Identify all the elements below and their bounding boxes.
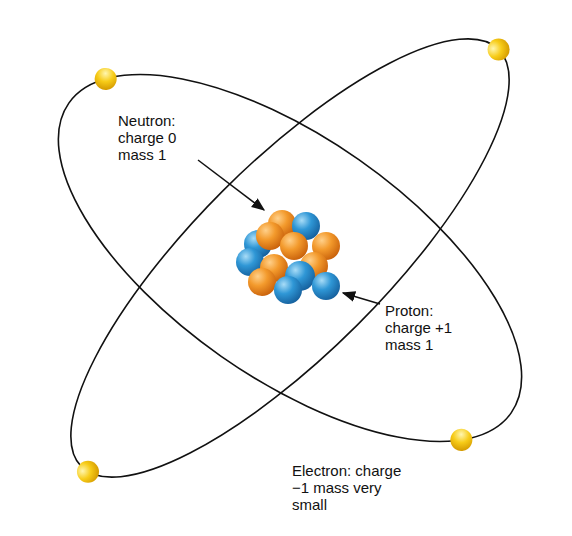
neutron-ball (280, 232, 308, 260)
part-label: Electron: charge −1 mass very small (292, 462, 414, 513)
orbit-a (7, 0, 572, 536)
part-label: Proton: charge +1 mass 1 (385, 302, 467, 353)
orbit-line (14, 0, 566, 534)
proton-ball (312, 272, 340, 300)
nucleus (236, 210, 340, 304)
electron-ball (483, 34, 514, 65)
electron-ball (446, 425, 477, 456)
orbit-line (0, 5, 572, 511)
part-label: Neutron: charge 0 mass 1 (118, 112, 196, 163)
proton-ball (274, 276, 302, 304)
leader-arrow (198, 160, 264, 210)
electron-ball (90, 64, 121, 95)
orbit-b (0, 5, 572, 511)
leader-arrow (343, 293, 380, 304)
neutron-ball (248, 268, 276, 296)
neutron-ball (256, 222, 284, 250)
electron-ball (72, 456, 103, 487)
